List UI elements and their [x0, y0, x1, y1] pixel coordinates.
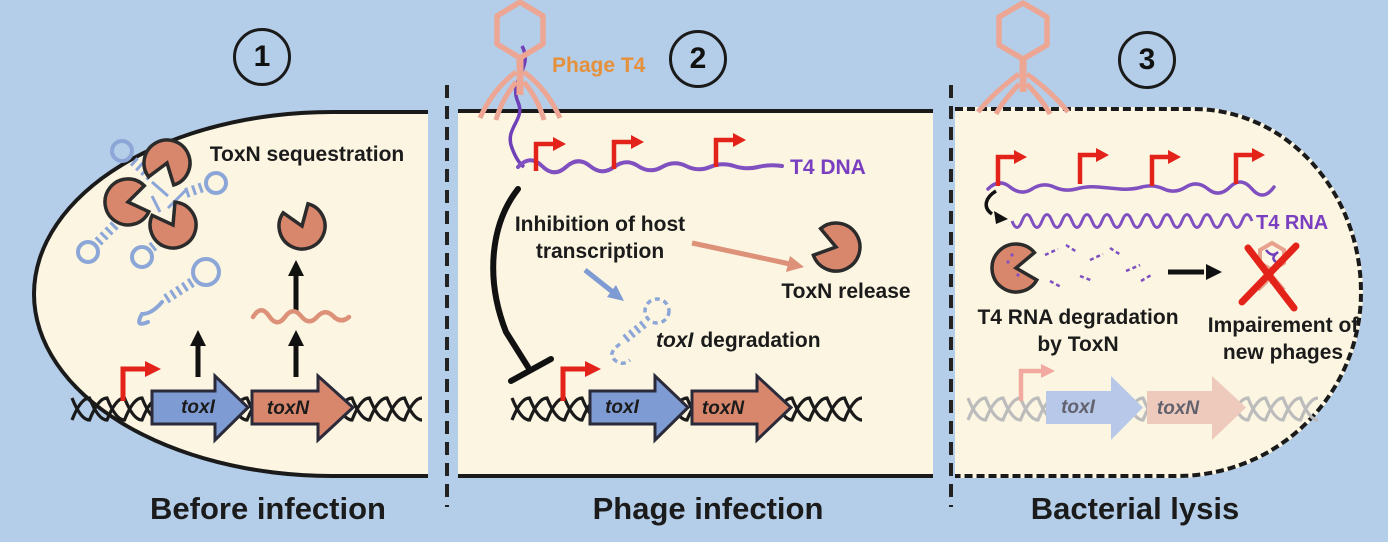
step-3-badge: 3 — [1118, 31, 1176, 89]
toxi-gene-arrow — [588, 372, 691, 444]
red-cross-icon — [1238, 242, 1300, 312]
impairment-arrow — [1168, 264, 1222, 280]
toxn-protein-icon — [142, 138, 192, 188]
toxn-protein-icon — [990, 242, 1040, 294]
inhibition-arrow — [490, 186, 554, 384]
dna-helix — [510, 396, 863, 422]
transcription-arrow — [288, 330, 304, 377]
promoter-icon — [995, 150, 1027, 186]
promoter-icon — [560, 361, 601, 401]
rna-fragments — [1006, 243, 1154, 289]
toxn-release-arrow — [691, 240, 804, 272]
transcription-arrow — [190, 330, 206, 377]
dna-helix — [70, 396, 423, 422]
toxn-protein-icon — [811, 221, 862, 273]
degradation-arrow — [583, 268, 624, 301]
t4-dna-label: T4 DNA — [790, 156, 866, 179]
faded-toxn-gene-label: toxN — [1156, 398, 1200, 419]
faded-toxi-gene-label: toxI — [1061, 397, 1095, 418]
faded-dna-helix — [966, 396, 1319, 422]
t4-rna-strand — [1010, 213, 1254, 229]
impairment-line2: new phages — [1222, 341, 1344, 364]
phage-t4-icon — [477, 0, 563, 121]
promoter-icon — [533, 137, 566, 171]
promoter-icon — [713, 133, 746, 167]
toxn-sequestration-label: ToxN sequestration — [209, 143, 405, 166]
toxn-protein-icon — [148, 200, 198, 250]
toxn-protein-icon — [277, 201, 327, 251]
t4-dna-strand — [516, 158, 784, 175]
toxn-release-label: ToxN release — [781, 280, 911, 303]
inhibition-label: Inhibition of host transcription — [515, 211, 685, 265]
toxi-degradation-gene: toxI — [656, 329, 694, 352]
step-number: 1 — [253, 40, 271, 73]
t4-dna-strand — [986, 180, 1276, 197]
toxi-degradation-label: toxI degradation — [656, 328, 821, 354]
faded-toxi-gene-arrow — [1046, 376, 1143, 440]
degradation-line2: by ToxN — [1037, 333, 1119, 356]
phage-t4-label: Phage T4 — [552, 54, 646, 77]
toxn-gene-arrow — [690, 372, 794, 444]
t4-rna-degradation-label: T4 RNA degradation by ToxN — [977, 304, 1178, 358]
degradation-line1: T4 RNA degradation — [977, 306, 1179, 329]
impairment-label: Impairement of new phages — [1208, 312, 1359, 366]
toxn-gene-label: toxN — [701, 398, 745, 419]
promoter-icon — [1077, 148, 1109, 184]
promoter-icon — [611, 135, 644, 169]
toxn-sequestration-complex-icon — [76, 138, 228, 269]
promoter-icon — [1149, 150, 1181, 186]
phage-dna-scribble — [1265, 249, 1279, 264]
toxn-protein-icon — [103, 177, 152, 227]
step-number: 2 — [689, 42, 707, 75]
panel2-title: Phage infection — [592, 491, 824, 526]
degraded-toxi-rna-icon — [610, 297, 671, 365]
toxi-degradation-rest: degradation — [700, 329, 821, 352]
faded-toxn-gene-arrow — [1147, 376, 1246, 440]
impaired-phage-icon — [1238, 240, 1300, 312]
promoter-icon — [120, 361, 161, 401]
inhibition-line1: Inhibition of host — [514, 213, 686, 236]
inhibition-line2: transcription — [535, 240, 665, 263]
panel2-artwork — [477, 0, 863, 444]
toxi-gene-label: toxI — [605, 397, 639, 418]
translation-arrow — [288, 260, 304, 312]
step-number: 3 — [1138, 43, 1156, 76]
toxi-rna-hairpin-icon — [137, 257, 221, 326]
faded-promoter-icon — [1018, 364, 1055, 401]
toxi-gene-label: toxI — [181, 397, 215, 418]
panel3-title: Bacterial lysis — [1030, 491, 1240, 526]
transcription-curl-arrow — [984, 189, 1008, 224]
step-1-badge: 1 — [233, 28, 291, 86]
toxn-gene-label: toxN — [266, 398, 310, 419]
panel3-artwork — [966, 0, 1319, 440]
toxi-gene-arrow — [150, 372, 251, 444]
toxn-mrna-icon — [250, 308, 352, 325]
toxn-gene-arrow — [250, 372, 356, 444]
promoter-icon — [1233, 148, 1265, 184]
step-2-badge: 2 — [669, 30, 727, 88]
t4-rna-label: T4 RNA — [1256, 212, 1329, 234]
impairment-line1: Impairement of — [1207, 314, 1359, 337]
phage-icon — [976, 0, 1070, 116]
panel1-artwork — [70, 138, 423, 444]
panel1-title: Before infection — [150, 491, 386, 526]
